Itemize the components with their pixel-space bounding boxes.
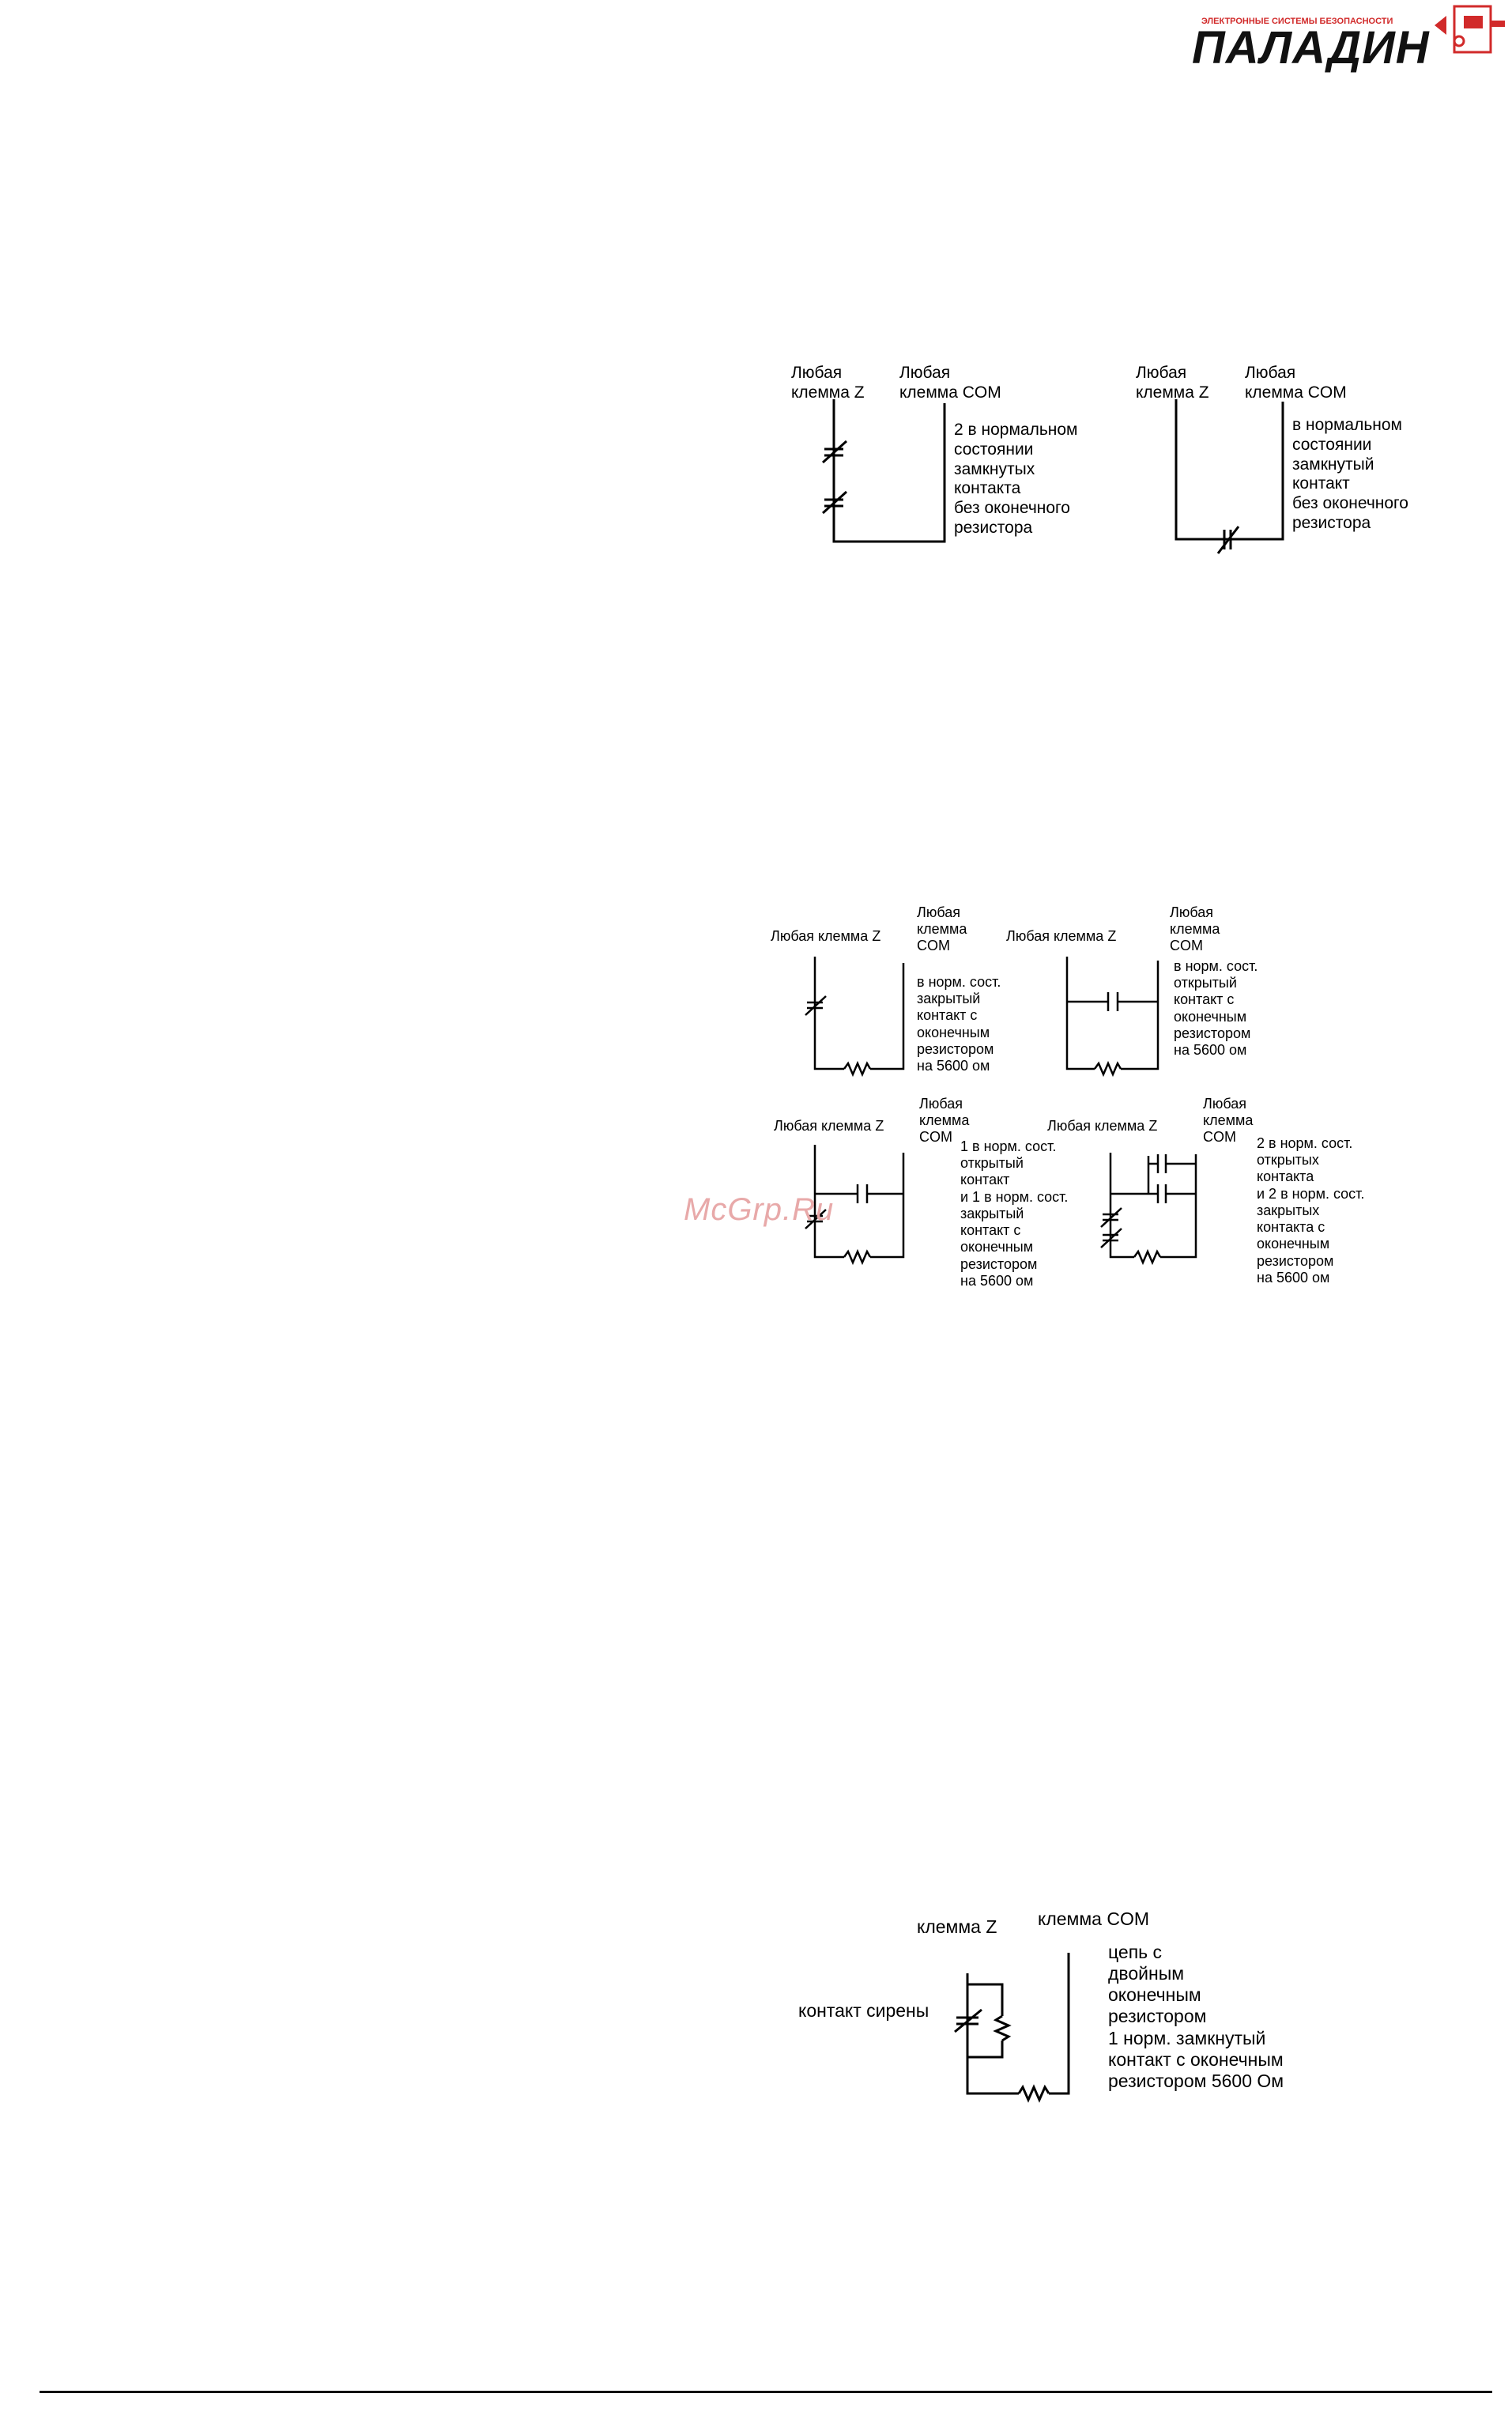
- fig1-left-label-z: Любая клемма Z: [791, 364, 865, 402]
- c-resistor-icon: [843, 1248, 872, 1266]
- fig3-label-z: клемма Z: [917, 1916, 997, 1937]
- logo-name: ПАЛАДИН: [1192, 22, 1430, 74]
- fig3-parallel-top: [967, 1983, 1004, 2016]
- fig1-left-label-com: Любая клемма COM: [899, 364, 1001, 402]
- nc-contact-2-icon: [821, 490, 848, 515]
- d-no-contact-1-icon: [1156, 1154, 1167, 1173]
- nc-contact-1-icon: [821, 440, 848, 464]
- d-wire-right: [1160, 1154, 1197, 1259]
- logo-graphic: ЭЛЕКТРОННЫЕ СИСТЕМЫ БЕЗОПАСНОСТИ ПАЛАДИН: [1192, 5, 1505, 74]
- b-resistor-icon: [1093, 1060, 1122, 1078]
- d-branch-1-wire: [1147, 1156, 1196, 1165]
- fig1-right-label-z: Любая клемма Z: [1136, 364, 1209, 402]
- fig2-a-description: в норм. сост. закрытый контакт с оконечн…: [917, 974, 1001, 1074]
- d-no-contact-2-icon: [1156, 1184, 1167, 1203]
- b-no-contact-icon: [1107, 992, 1119, 1011]
- key-emblem-icon: [1435, 5, 1505, 54]
- fig2-c-label-com: Любая клемма COM: [919, 1096, 970, 1146]
- b-wire-left: [1065, 957, 1095, 1070]
- c-no-contact-icon: [856, 1184, 869, 1203]
- figure-2-diagram: [805, 957, 1197, 1266]
- d-nc-contact-1-icon: [1100, 1207, 1122, 1228]
- footer-rule: [40, 2391, 1492, 2393]
- figure-3-diagram: [954, 1953, 1070, 2103]
- fig3-siren-resistor-icon: [993, 2014, 1012, 2042]
- fig3-wire-right: [1049, 1953, 1070, 2095]
- fig3-label-com: клемма COM: [1038, 1908, 1149, 1929]
- fig1-right-description: в нормальном состоянии замкнутый контакт…: [1292, 416, 1408, 532]
- company-logo: ЭЛЕКТРОННЫЕ СИСТЕМЫ БЕЗОПАСНОСТИ ПАЛАДИН: [1178, 0, 1510, 95]
- fig2-c-label-z: Любая клемма Z: [774, 1118, 884, 1134]
- figure-wiring-no-resistor: Любая клемма Z Любая клемма COM 2 в норм…: [755, 332, 1482, 569]
- a-wire-right: [870, 963, 905, 1070]
- figure-wiring-double-resistor: клемма Z клемма COM контакт сирены цепь …: [790, 1897, 1423, 2158]
- fig2-a-label-com: Любая клемма COM: [917, 904, 967, 954]
- nc-contact-3-icon: [1216, 526, 1240, 554]
- fig3-wire-left: [966, 1973, 1019, 2095]
- fig3-end-resistor-icon: [1017, 2084, 1050, 2103]
- right-circuit-wire: [1175, 399, 1284, 541]
- b-wire-right: [1121, 961, 1159, 1070]
- fig3-parallel-bottom: [967, 2041, 1004, 2059]
- fig2-b-label-z: Любая клемма Z: [1006, 928, 1117, 944]
- fig2-d-label-com: Любая клемма COM: [1203, 1096, 1254, 1146]
- a-resistor-icon: [843, 1060, 872, 1078]
- d-wire-left: [1109, 1153, 1134, 1259]
- d-branch-2-wire: [1110, 1164, 1196, 1195]
- figure-wiring-end-resistor: Любая клемма Z Любая клемма COM в норм. …: [763, 901, 1395, 1289]
- fig2-b-label-com: Любая клемма COM: [1170, 904, 1220, 954]
- watermark: McGrp.Ru: [684, 1192, 835, 1227]
- fig3-siren-contact-icon: [954, 2008, 982, 2033]
- fig2-c-description: 1 в норм. сост. открытый контакт и 1 в н…: [960, 1138, 1069, 1289]
- d-nc-contact-2-icon: [1100, 1228, 1122, 1248]
- c-wire-right: [870, 1153, 905, 1259]
- fig2-d-label-z: Любая клемма Z: [1047, 1118, 1158, 1134]
- fig3-label-siren: контакт сирены: [798, 2000, 929, 2021]
- c-nc-contact-icon: [805, 1209, 827, 1229]
- fig2-b-description: в норм. сост. открытый контакт с оконечн…: [1174, 958, 1258, 1059]
- a-nc-contact-icon: [805, 995, 827, 1016]
- figure-1-diagram: [821, 399, 1284, 554]
- fig1-right-label-com: Любая клемма COM: [1245, 364, 1347, 402]
- fig2-d-description: 2 в норм. сост. открытых контакта и 2 в …: [1257, 1135, 1365, 1286]
- left-circuit-wire: [832, 399, 946, 543]
- fig3-description: цепь с двойным оконечным резистором 1 но…: [1108, 1942, 1284, 2091]
- c-wire-left: [813, 1145, 844, 1259]
- logo-tagline: ЭЛЕКТРОННЫЕ СИСТЕМЫ БЕЗОПАСНОСТИ: [1201, 17, 1393, 26]
- fig2-a-label-z: Любая клемма Z: [771, 928, 881, 944]
- fig1-left-description: 2 в нормальном состоянии замкнутых конта…: [954, 421, 1078, 537]
- a-wire-left: [813, 957, 844, 1070]
- d-resistor-icon: [1133, 1248, 1162, 1266]
